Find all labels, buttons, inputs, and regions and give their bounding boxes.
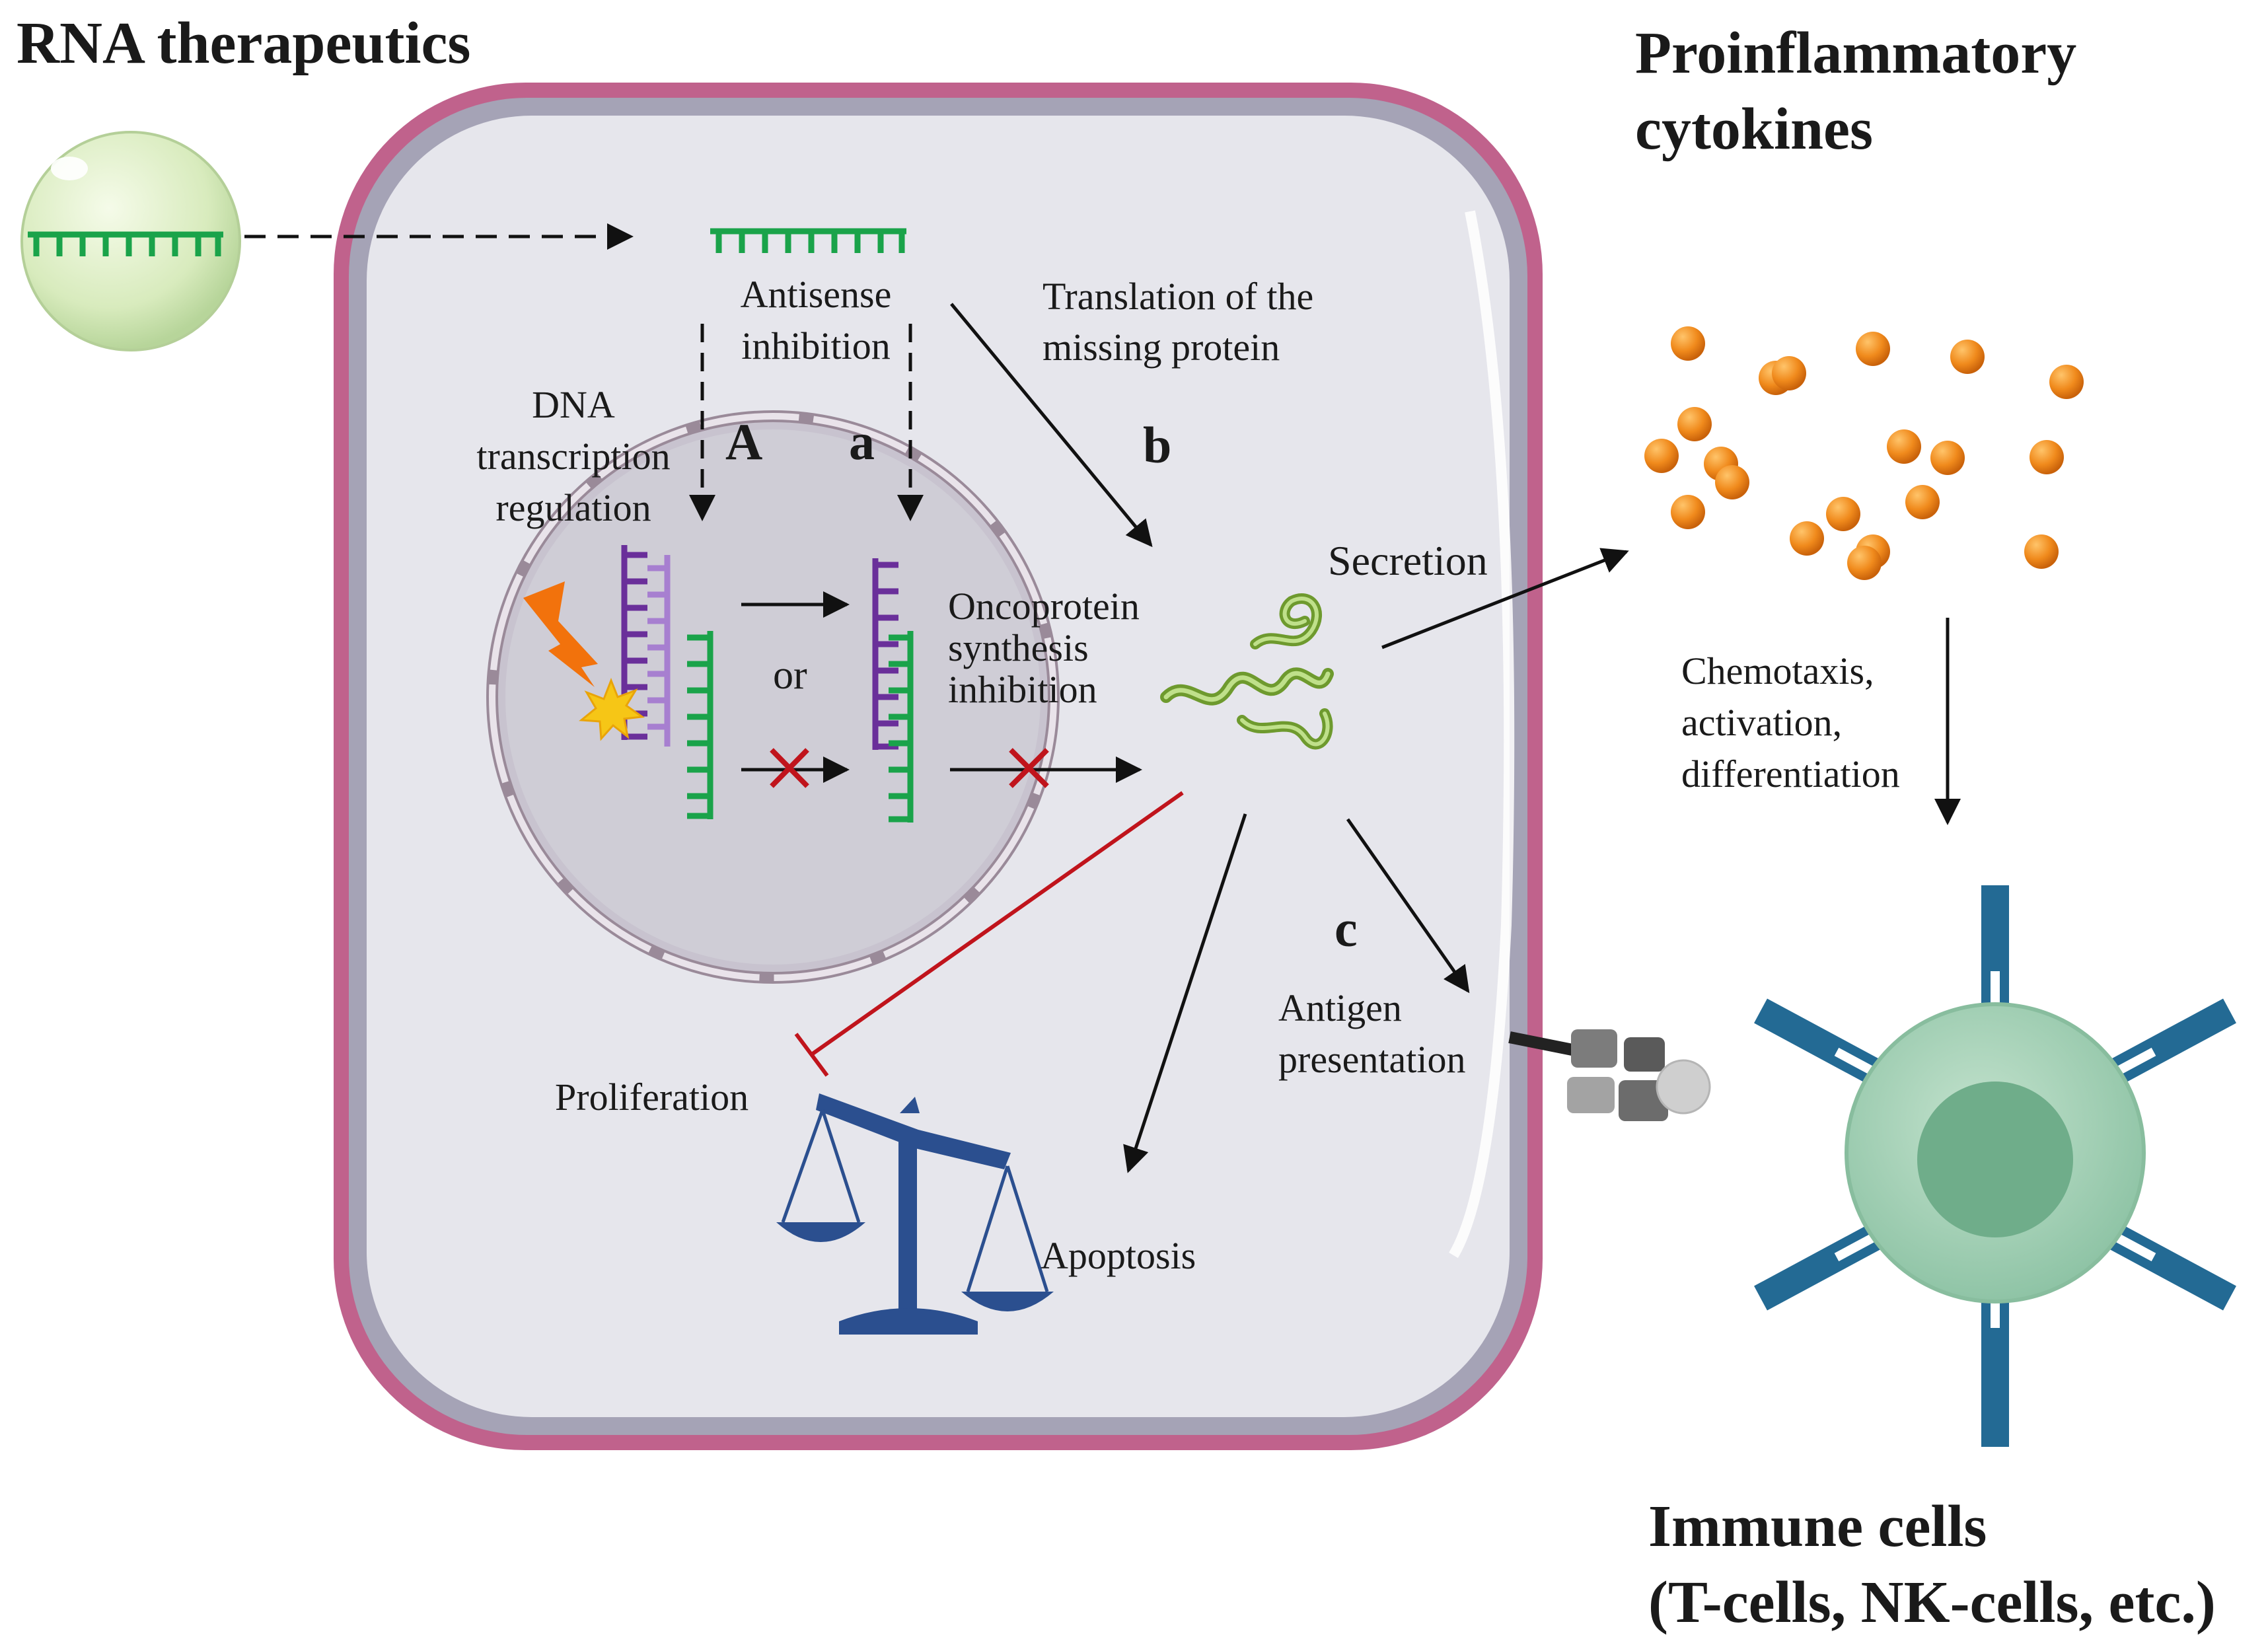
label-oncoprotein-line1: Oncoprotein [948,585,1140,628]
starburst-icon [579,677,645,741]
cytokine-dots [1644,326,2084,580]
label-translation-line2: missing protein [1043,326,1280,369]
cytokine [1950,340,1985,374]
arrow-antigen [1346,818,1470,994]
label-chemotaxis-line2: activation, [1681,701,1842,744]
title-immune-line2: (T-cells, NK-cells, etc.) [1648,1570,2216,1635]
arrow-secretion [1381,548,1629,649]
cytokine [1671,326,1705,361]
label-secretion: Secretion [1328,537,1488,584]
rna-strand-intracellular [710,228,906,253]
cytokine [1790,521,1824,556]
immune-cell-icon [1754,885,2236,1447]
rna-strand-in-particle [28,231,223,256]
nucleoplasm [505,429,1041,965]
arrow-translation [950,303,1153,548]
block-cross-icon [770,748,809,788]
mrna-with-antisense [872,558,914,823]
lightning-icon [523,581,598,687]
cytokine [2024,534,2059,569]
balance-scale-icon [776,1093,1054,1335]
label-antigen-line2: presentation [1278,1038,1465,1081]
label-or: or [773,653,807,698]
cytokine [2049,365,2084,399]
label-oncoprotein-line2: synthesis [948,626,1089,669]
cytokine [1930,441,1965,475]
label-antisense-line1: Antisense [741,273,892,316]
protein-icon [1160,593,1334,750]
label-c: c [1335,900,1358,957]
cytokine [1847,546,1882,580]
title-rna-therapeutics: RNA therapeutics [17,11,470,76]
label-translation-line1: Translation of the [1043,275,1313,318]
block-cross-icon-2 [1009,748,1049,788]
cytokine [1887,429,1921,464]
title-cytokines-line1: Proinflammatory [1635,20,2076,86]
cytoplasm-highlight [1449,210,1515,1259]
label-dna-line3: regulation [495,486,651,529]
nuclear-pores [489,413,1057,981]
label-apoptosis: Apoptosis [1041,1234,1196,1277]
title-immune-line1: Immune cells [1648,1494,1987,1559]
cytokine [1644,439,1679,473]
label-b: b [1143,416,1171,474]
inhibition-line [794,791,1184,1077]
lipid-nanoparticle [20,131,241,351]
antigen-complex-icon [1508,1029,1711,1121]
antisense-rna-bound [687,631,713,819]
arrow-apoptosis [1123,813,1247,1173]
cytokine [1826,497,1860,531]
cytokine [1772,356,1806,390]
cytokine [1715,465,1749,499]
label-dna-line2: transcription [476,435,670,478]
label-dna-line1: DNA [532,383,615,426]
label-antigen-line1: Antigen [1278,986,1402,1029]
label-proliferation: Proliferation [555,1076,749,1119]
cytokine [1856,332,1890,366]
title-cytokines-line2: cytokines [1635,96,1873,162]
label-a: a [849,413,875,470]
label-A: A [725,413,762,470]
cytokine [2030,440,2064,474]
label-chemotaxis-line3: differentiation [1681,752,1900,795]
cytokine [1905,485,1940,519]
cytokine [1677,407,1712,441]
label-antisense-line2: inhibition [741,324,891,367]
label-oncoprotein-line3: inhibition [948,668,1097,711]
label-chemotaxis-line1: Chemotaxis, [1681,649,1874,692]
cytokine [1671,495,1705,529]
